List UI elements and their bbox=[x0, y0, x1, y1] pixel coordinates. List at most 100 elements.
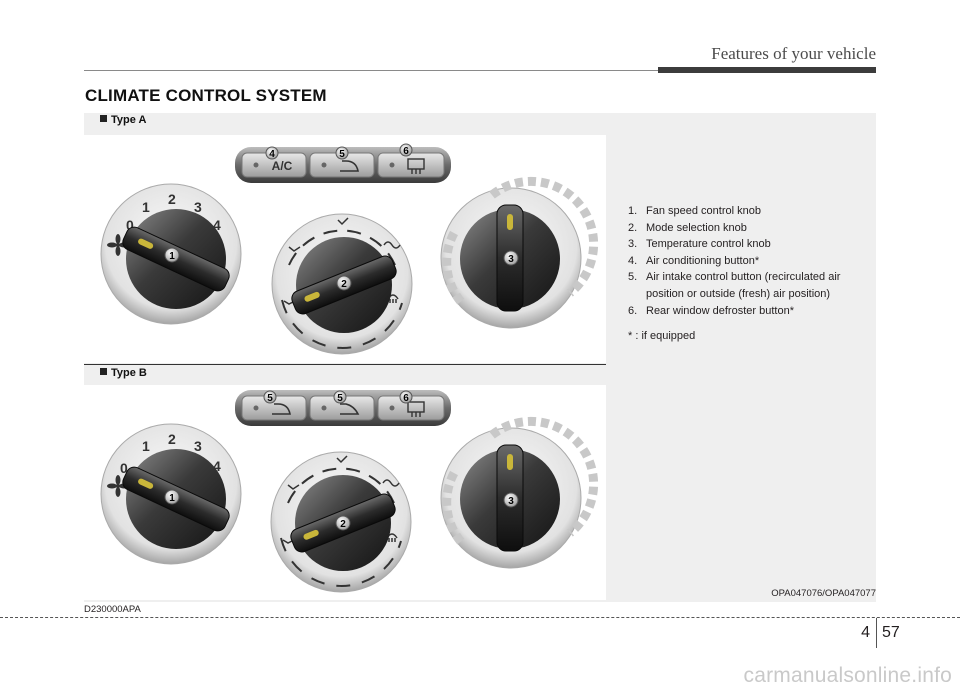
document-code: D230000APA bbox=[84, 604, 141, 615]
rear-defrost-button[interactable] bbox=[377, 152, 445, 178]
indicator-stripe bbox=[303, 529, 319, 540]
callout-5-text: 5 bbox=[267, 393, 273, 404]
legend-item-number: 3. bbox=[628, 238, 638, 251]
callout-3-text: 3 bbox=[508, 254, 514, 265]
callout-1-text: 1 bbox=[169, 251, 175, 262]
callout-5: 5 bbox=[335, 146, 349, 160]
fan-scale-1: 1 bbox=[142, 438, 150, 454]
chapter-number: 4 bbox=[861, 624, 870, 641]
indicator-stripe bbox=[507, 454, 513, 470]
indicator-stripe bbox=[507, 214, 513, 230]
fan-scale-3: 3 bbox=[194, 199, 202, 215]
rear-defrost-button[interactable] bbox=[377, 395, 445, 421]
legend-item: 3.Temperature control knob bbox=[628, 236, 868, 253]
footer-divider bbox=[876, 618, 877, 648]
callout-4: 4 bbox=[265, 146, 279, 160]
legend-item-text: Rear window defroster button* bbox=[646, 304, 794, 317]
fan-scale-2: 2 bbox=[168, 431, 176, 447]
button-strip: A/C bbox=[235, 147, 451, 183]
callout-1: 1 bbox=[164, 247, 180, 263]
climate-control-figure-type-a: A/C 4 5 6 0 1 2 3 4 bbox=[84, 135, 606, 363]
type-a-label-text: Type A bbox=[111, 114, 147, 126]
legend-item-text: Fan speed control knob bbox=[646, 205, 761, 217]
callout-6: 6 bbox=[399, 143, 413, 157]
indicator-led-icon bbox=[253, 162, 259, 168]
fan-scale-1: 1 bbox=[142, 199, 150, 215]
mode-face-icon bbox=[337, 217, 349, 226]
callout-6-text: 6 bbox=[403, 393, 409, 404]
indicator-led-icon bbox=[253, 405, 259, 411]
legend-item-text: Mode selection knob bbox=[646, 221, 747, 234]
callout-3: 3 bbox=[503, 492, 519, 508]
legend-item: 5.Air intake control button (recirculate… bbox=[628, 269, 868, 302]
type-b-label-text: Type B bbox=[111, 367, 147, 379]
legend-item: 6. Rear window defroster button* bbox=[628, 303, 868, 320]
mode-defrost-icon bbox=[387, 294, 399, 303]
figure-divider bbox=[84, 364, 606, 365]
legend-item: 4. Air conditioning button* bbox=[628, 253, 868, 270]
header-rule bbox=[84, 70, 658, 71]
callout-5-text: 5 bbox=[337, 393, 343, 404]
legend-list: 1. Fan speed control knob 2. Mode selectio… bbox=[628, 203, 868, 345]
callout-2: 2 bbox=[335, 515, 351, 531]
footer-rule bbox=[0, 617, 960, 618]
callout-1-text: 1 bbox=[169, 493, 175, 504]
fan-scale-4: 4 bbox=[213, 458, 221, 474]
fan-icon bbox=[107, 234, 129, 256]
callout-6-text: 6 bbox=[403, 146, 409, 157]
fan-scale-2: 2 bbox=[168, 191, 176, 207]
page-number: 57 bbox=[882, 624, 900, 641]
callout-2-text: 2 bbox=[340, 519, 346, 530]
callout-3: 3 bbox=[503, 250, 519, 266]
indicator-led-icon bbox=[389, 162, 395, 168]
fresh-air-icon bbox=[340, 403, 360, 415]
climate-control-figure-type-b: 5 5 6 0 1 2 3 4 1 bbox=[84, 385, 606, 600]
legend-item: 1. Fan speed control knob bbox=[628, 203, 868, 220]
indicator-led-icon bbox=[389, 405, 395, 411]
fan-scale-3: 3 bbox=[194, 438, 202, 454]
indicator-led-icon bbox=[321, 162, 327, 168]
indicator-stripe bbox=[138, 478, 154, 489]
mode-face-feet-icon bbox=[288, 246, 301, 252]
legend-item: 2. Mode selection knob bbox=[628, 220, 868, 237]
indicator-stripe bbox=[304, 291, 320, 302]
fan-scale-4: 4 bbox=[213, 217, 221, 233]
callout-5: 5 bbox=[263, 390, 277, 404]
legend-note: * : if equipped bbox=[628, 330, 696, 343]
figure-code: OPA047076/OPA047077 bbox=[771, 588, 876, 599]
type-a-label: Type A bbox=[100, 114, 146, 126]
rear-defrost-icon bbox=[407, 158, 425, 174]
callout-1: 1 bbox=[164, 489, 180, 505]
button-strip bbox=[235, 390, 451, 426]
legend-item-number: 1. bbox=[628, 205, 638, 217]
legend-item-text: Air intake control button (recirculated … bbox=[646, 271, 841, 300]
indicator-led-icon bbox=[321, 405, 327, 411]
fan-scale-0: 0 bbox=[120, 460, 128, 476]
indicator-stripe bbox=[138, 238, 154, 249]
watermark-link[interactable]: carmanualsonline.info bbox=[743, 664, 952, 687]
callout-2-text: 2 bbox=[341, 279, 347, 290]
callout-6: 6 bbox=[399, 390, 413, 404]
mode-feet-defrost-icon bbox=[383, 241, 401, 249]
legend-item-number: 2. bbox=[628, 221, 638, 234]
legend-item-text: Air conditioning button* bbox=[646, 254, 760, 267]
square-bullet-icon bbox=[100, 115, 107, 122]
legend-item-number: 6. bbox=[628, 304, 638, 317]
callout-5: 5 bbox=[333, 390, 347, 404]
callout-2: 2 bbox=[336, 275, 352, 291]
callout-5-text: 5 bbox=[339, 149, 345, 160]
rear-defrost-icon bbox=[407, 401, 425, 417]
header-title: Features of your vehicle bbox=[711, 44, 876, 63]
section-title: CLIMATE CONTROL SYSTEM bbox=[85, 86, 327, 105]
header-bar bbox=[658, 67, 876, 73]
legend-item-number: 4. bbox=[628, 254, 638, 267]
recirculation-button[interactable] bbox=[241, 395, 307, 421]
fan-scale-0: 0 bbox=[126, 217, 134, 233]
ac-button-label: A/C bbox=[272, 159, 293, 173]
callout-3-text: 3 bbox=[508, 496, 514, 507]
fresh-air-button[interactable] bbox=[309, 395, 375, 421]
callout-4-text: 4 bbox=[269, 149, 275, 160]
recirculation-icon bbox=[340, 160, 359, 172]
mode-face-icon bbox=[336, 455, 348, 464]
mode-feet-defrost-icon bbox=[382, 479, 400, 487]
